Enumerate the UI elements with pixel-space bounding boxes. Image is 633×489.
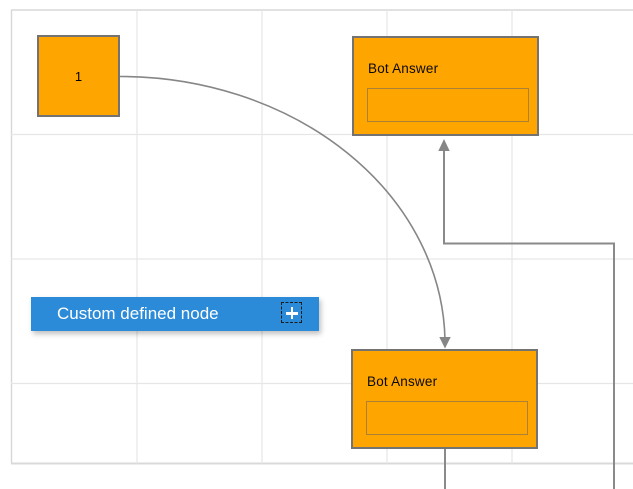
node-title: Bot Answer [367, 374, 438, 389]
node-custom-defined[interactable]: Custom defined node [31, 297, 319, 331]
answer-input[interactable] [366, 401, 528, 435]
custom-node-label: Custom defined node [57, 304, 219, 323]
answer-input[interactable] [367, 88, 529, 122]
node-start-label: 1 [74, 68, 83, 84]
arrowhead-up-icon [438, 139, 450, 151]
node-title: Bot Answer [368, 61, 439, 76]
node-bot-answer-top[interactable]: Bot Answer [352, 36, 539, 136]
node-start[interactable]: 1 [37, 35, 120, 117]
arrowhead-down-icon [439, 337, 451, 349]
connector-elbow[interactable] [438, 139, 615, 489]
connector-arc[interactable] [119, 75, 451, 349]
plus-icon[interactable] [281, 302, 302, 323]
node-bot-answer-bottom[interactable]: Bot Answer [351, 349, 538, 449]
